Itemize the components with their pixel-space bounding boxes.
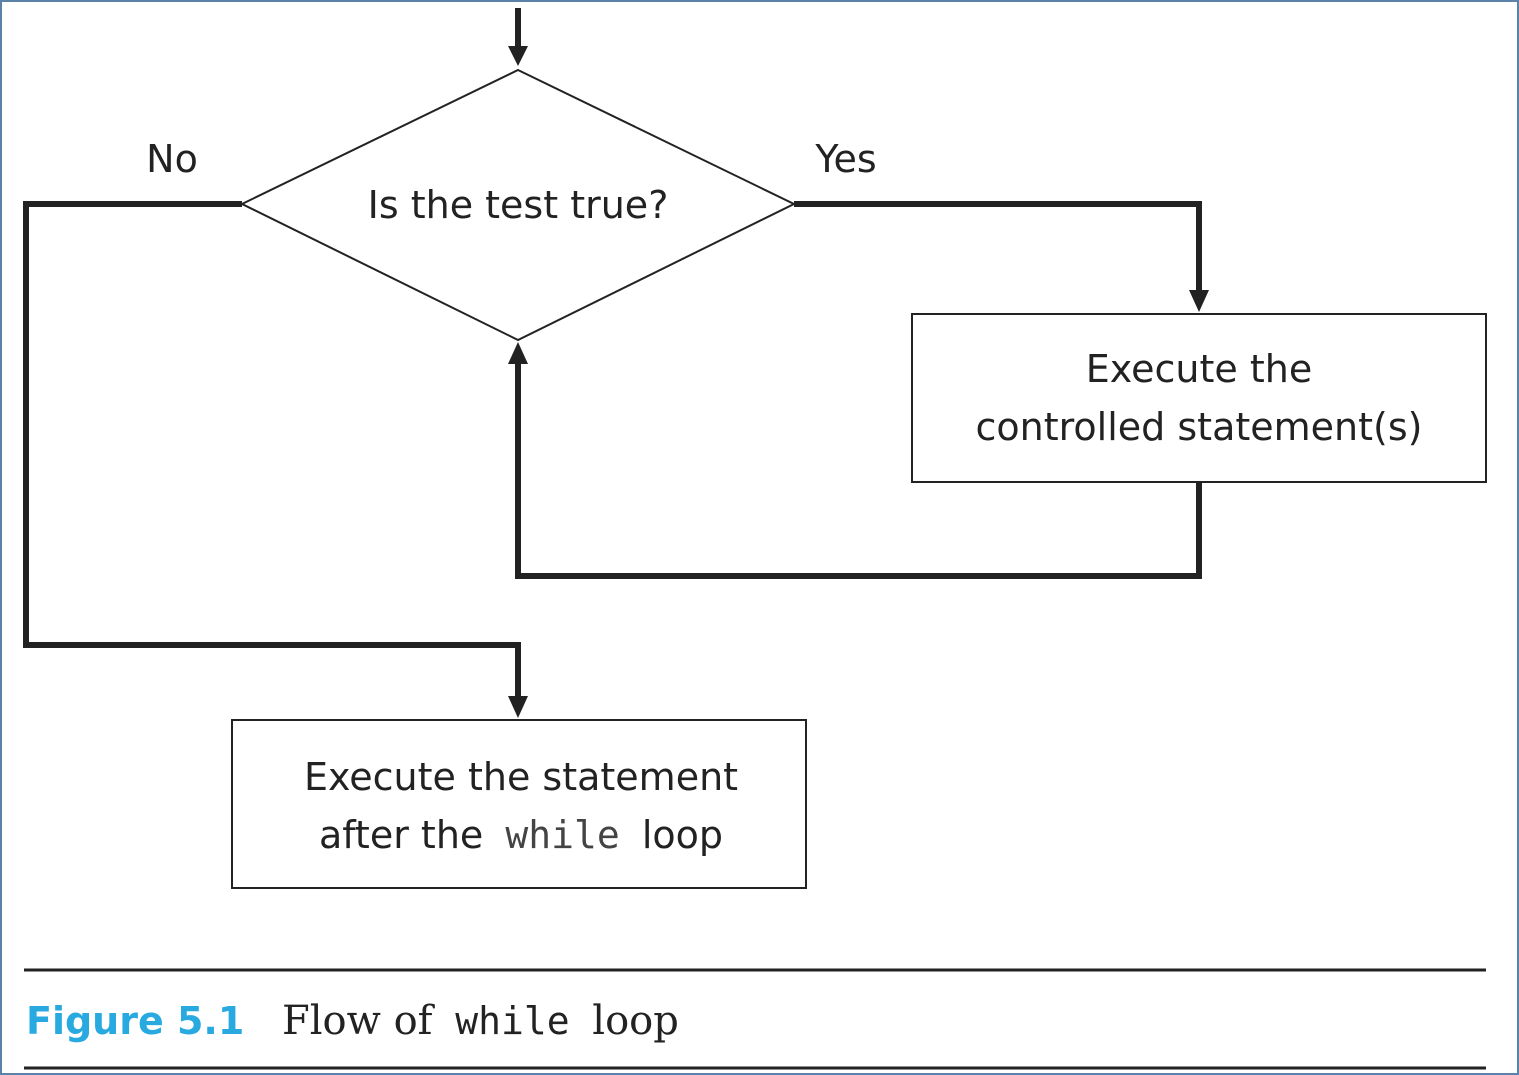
- no-label: No: [146, 137, 198, 181]
- loop-back-arrow: [508, 342, 1202, 579]
- caption-text-before: Flow of: [282, 998, 436, 1044]
- caption-text: Flow of while loop: [282, 998, 679, 1044]
- caption-text-after: loop: [592, 998, 679, 1044]
- after-loop-line2-before: after the: [319, 813, 483, 857]
- loop-body-line1: Execute the: [1086, 347, 1312, 391]
- loop-body-box: [911, 313, 1487, 483]
- entry-arrow: [508, 8, 528, 66]
- after-loop-line2: after the while loop: [319, 813, 723, 857]
- after-loop-line1: Execute the statement: [304, 755, 738, 799]
- caption-number: Figure 5.1: [26, 999, 244, 1043]
- yes-label: Yes: [814, 137, 876, 181]
- after-loop-line2-code: while: [505, 813, 619, 857]
- decision-diamond: [239, 68, 797, 342]
- yes-arrow: [794, 201, 1209, 312]
- after-loop-box: [231, 719, 807, 889]
- caption-code: while: [455, 999, 569, 1043]
- loop-body-line2: controlled statement(s): [976, 405, 1423, 449]
- no-arrow: [23, 201, 528, 718]
- decision-text: Is the test true?: [368, 183, 669, 227]
- after-loop-line2-after: loop: [642, 813, 723, 857]
